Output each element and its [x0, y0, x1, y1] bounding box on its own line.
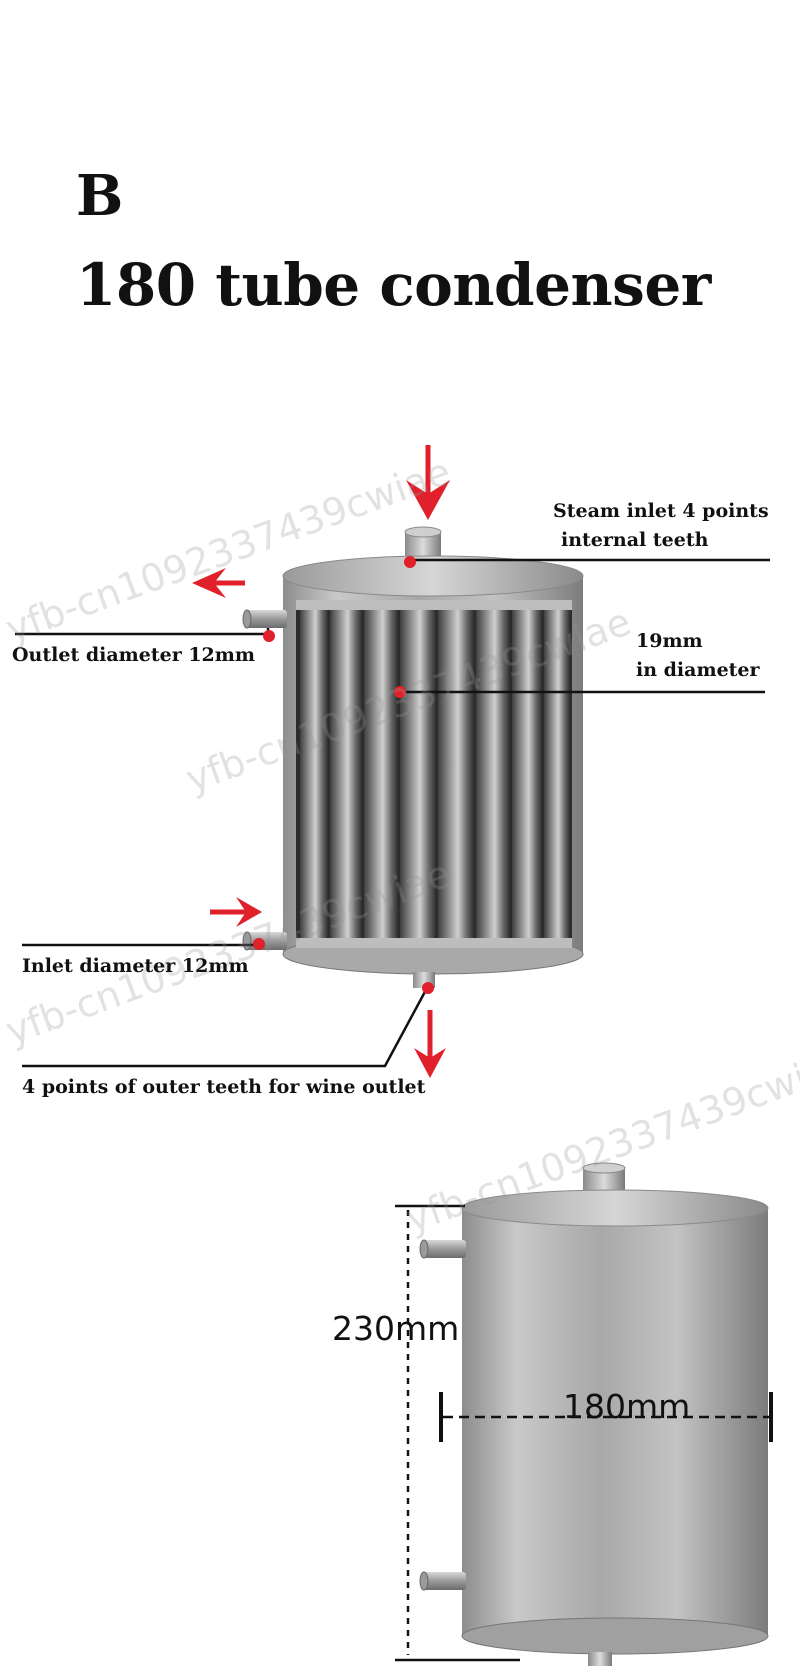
tube-diameter-label-line2: in diameter — [636, 659, 760, 681]
tube-diameter-label-line1: 19mm — [636, 630, 703, 652]
steam-inlet-label-line2: internal teeth — [561, 529, 709, 551]
variant-letter: B — [76, 163, 124, 229]
top-lid — [282, 555, 584, 597]
width-dimension-label: 180mm — [563, 1387, 691, 1426]
cutaway-condenser — [242, 526, 584, 988]
internal-tubes — [300, 610, 570, 940]
inlet-diameter-label: Inlet diameter 12mm — [22, 955, 249, 977]
exterior-condenser — [419, 1162, 769, 1666]
flow-arrows — [192, 445, 450, 1078]
outlet-diameter-label: Outlet diameter 12mm — [12, 644, 255, 666]
steam-inlet-label-line1: Steam inlet 4 points — [553, 500, 769, 522]
wine-outlet-label: 4 points of outer teeth for wine outlet — [22, 1076, 426, 1098]
markers — [253, 556, 434, 994]
height-dimension-label: 230mm — [332, 1309, 460, 1348]
outlet-pipe — [247, 610, 287, 628]
leader-lines — [15, 558, 770, 1068]
dimension-lines — [395, 1204, 773, 1662]
page-title: 180 tube condenser — [76, 251, 711, 319]
inlet-pipe — [247, 932, 287, 950]
